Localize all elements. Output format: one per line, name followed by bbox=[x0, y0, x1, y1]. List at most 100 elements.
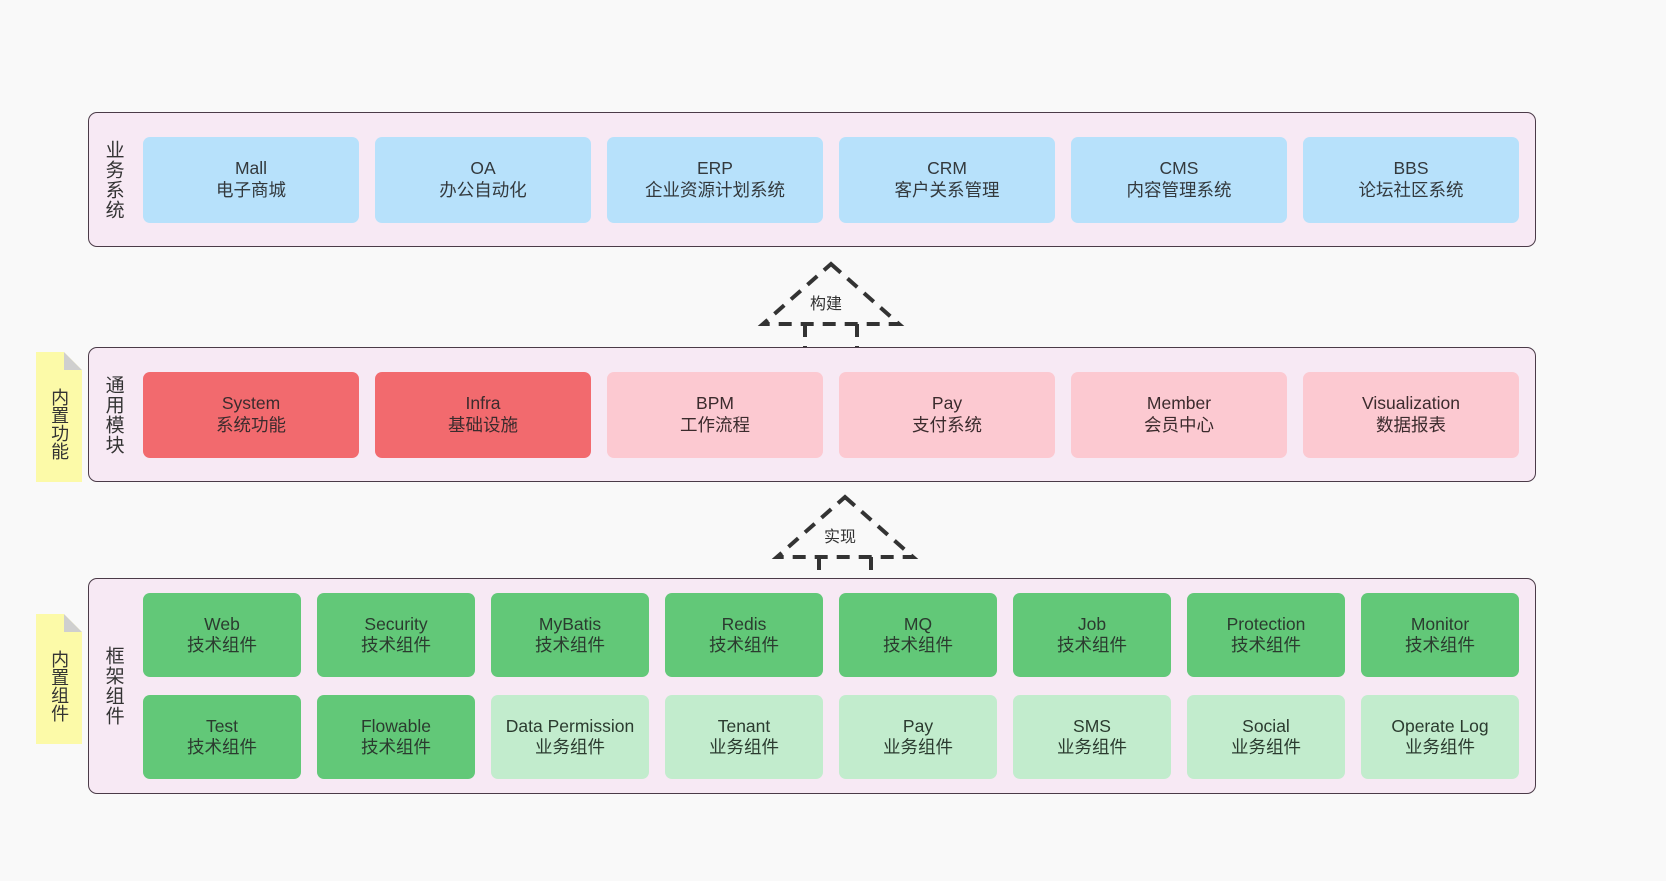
card-erp[interactable]: ERP 企业资源计划系统 bbox=[607, 136, 823, 223]
card-title-cn: 电子商城 bbox=[216, 179, 286, 200]
card-title-cn: 技术组件 bbox=[361, 737, 431, 757]
card-title-en: Pay bbox=[931, 393, 963, 414]
card-title-en: Pay bbox=[902, 715, 934, 736]
card-monitor[interactable]: Monitor 技术组件 bbox=[1361, 593, 1519, 677]
card-row: Test 技术组件 Flowable 技术组件 Data Permission … bbox=[143, 695, 1519, 779]
card-mybatis[interactable]: MyBatis 技术组件 bbox=[491, 593, 649, 677]
card-title-cn: 数据报表 bbox=[1376, 414, 1446, 435]
layer-framework-component[interactable]: 框架组件 Web 技术组件 Security 技术组件 MyBatis 技术组件… bbox=[88, 578, 1536, 794]
card-flowable[interactable]: Flowable 技术组件 bbox=[317, 695, 475, 779]
card-title-cn: 工作流程 bbox=[680, 414, 750, 435]
card-title-en: Redis bbox=[721, 613, 767, 634]
card-title-cn: 业务组件 bbox=[709, 737, 779, 757]
card-title-en: System bbox=[221, 393, 281, 414]
card-title-en: Member bbox=[1146, 393, 1212, 414]
note-fold-corner-icon bbox=[64, 352, 82, 370]
card-title-cn: 客户关系管理 bbox=[894, 179, 1000, 200]
card-title-en: Web bbox=[204, 613, 240, 634]
card-social[interactable]: Social 业务组件 bbox=[1187, 695, 1345, 779]
card-web[interactable]: Web 技术组件 bbox=[143, 593, 301, 677]
card-mall[interactable]: Mall 电子商城 bbox=[143, 136, 359, 223]
card-title-en: Mall bbox=[234, 158, 268, 179]
card-title-cn: 技术组件 bbox=[709, 635, 779, 655]
layer-business-cards: Mall 电子商城 OA 办公自动化 ERP 企业资源计划系统 CRM 客户关系… bbox=[137, 113, 1535, 246]
connector-build: 构建 bbox=[757, 261, 905, 352]
card-title-cn: 基础设施 bbox=[448, 414, 518, 435]
card-title-cn: 业务组件 bbox=[883, 737, 953, 757]
card-cms[interactable]: CMS 内容管理系统 bbox=[1071, 136, 1287, 223]
layer-common-module[interactable]: 通用模块 System 系统功能 Infra 基础设施 BPM 工作流程 Pay… bbox=[88, 347, 1536, 482]
layer-title-framework-component: 框架组件 bbox=[102, 646, 124, 726]
connector-implement-glyph bbox=[771, 494, 919, 585]
layer-framework-cards: Web 技术组件 Security 技术组件 MyBatis 技术组件 Redi… bbox=[137, 579, 1535, 793]
card-title-cn: 会员中心 bbox=[1144, 414, 1214, 435]
card-data-permission[interactable]: Data Permission 业务组件 bbox=[491, 695, 649, 779]
card-title-en: CMS bbox=[1159, 158, 1199, 179]
card-security[interactable]: Security 技术组件 bbox=[317, 593, 475, 677]
connector-build-label: 构建 bbox=[810, 296, 843, 313]
card-tenant[interactable]: Tenant 业务组件 bbox=[665, 695, 823, 779]
card-title-cn: 企业资源计划系统 bbox=[645, 179, 785, 200]
card-title-en: MyBatis bbox=[538, 613, 602, 634]
card-title-en: OA bbox=[470, 158, 496, 179]
card-title-cn: 技术组件 bbox=[187, 635, 257, 655]
card-row: Mall 电子商城 OA 办公自动化 ERP 企业资源计划系统 CRM 客户关系… bbox=[143, 136, 1519, 223]
card-title-en: BPM bbox=[696, 393, 734, 414]
card-job[interactable]: Job 技术组件 bbox=[1013, 593, 1171, 677]
card-title-cn: 业务组件 bbox=[535, 737, 605, 757]
card-bbs[interactable]: BBS 论坛社区系统 bbox=[1303, 136, 1519, 223]
card-title-cn: 技术组件 bbox=[361, 635, 431, 655]
layer-business-system[interactable]: 业务系统 Mall 电子商城 OA 办公自动化 ERP 企业资源计划系统 CRM… bbox=[88, 112, 1536, 247]
card-redis[interactable]: Redis 技术组件 bbox=[665, 593, 823, 677]
card-title-en: Social bbox=[1242, 715, 1290, 736]
card-pay-module[interactable]: Pay 支付系统 bbox=[839, 371, 1055, 458]
layer-title-common-module: 通用模块 bbox=[102, 374, 124, 455]
card-sms[interactable]: SMS 业务组件 bbox=[1013, 695, 1171, 779]
card-title-cn: 支付系统 bbox=[912, 414, 982, 435]
card-title-cn: 技术组件 bbox=[187, 737, 257, 757]
card-row: Web 技术组件 Security 技术组件 MyBatis 技术组件 Redi… bbox=[143, 593, 1519, 677]
card-title-cn: 技术组件 bbox=[1057, 635, 1127, 655]
card-title-en: Flowable bbox=[360, 715, 432, 736]
card-title-cn: 论坛社区系统 bbox=[1358, 179, 1464, 200]
note-builtin-component-label: 内置组件 bbox=[49, 650, 70, 722]
card-test[interactable]: Test 技术组件 bbox=[143, 695, 301, 779]
layer-common-cards: System 系统功能 Infra 基础设施 BPM 工作流程 Pay 支付系统… bbox=[137, 348, 1535, 481]
card-title-cn: 业务组件 bbox=[1405, 737, 1475, 757]
card-title-cn: 技术组件 bbox=[535, 635, 605, 655]
card-system[interactable]: System 系统功能 bbox=[143, 371, 359, 458]
note-builtin-function[interactable]: 内置功能 bbox=[36, 352, 82, 482]
card-bpm[interactable]: BPM 工作流程 bbox=[607, 371, 823, 458]
card-title-cn: 系统功能 bbox=[216, 414, 286, 435]
card-operate-log[interactable]: Operate Log 业务组件 bbox=[1361, 695, 1519, 779]
card-title-en: Test bbox=[205, 715, 239, 736]
card-infra[interactable]: Infra 基础设施 bbox=[375, 371, 591, 458]
connector-implement: 实现 bbox=[771, 494, 919, 585]
card-title-en: BBS bbox=[1393, 158, 1429, 179]
card-member[interactable]: Member 会员中心 bbox=[1071, 371, 1287, 458]
card-title-en: Monitor bbox=[1410, 613, 1470, 634]
card-protection[interactable]: Protection 技术组件 bbox=[1187, 593, 1345, 677]
card-mq[interactable]: MQ 技术组件 bbox=[839, 593, 997, 677]
card-title-en: MQ bbox=[903, 613, 933, 634]
card-crm[interactable]: CRM 客户关系管理 bbox=[839, 136, 1055, 223]
card-title-en: Infra bbox=[465, 393, 501, 414]
card-pay-component[interactable]: Pay 业务组件 bbox=[839, 695, 997, 779]
card-visualization[interactable]: Visualization 数据报表 bbox=[1303, 371, 1519, 458]
card-row: System 系统功能 Infra 基础设施 BPM 工作流程 Pay 支付系统… bbox=[143, 371, 1519, 458]
note-builtin-component[interactable]: 内置组件 bbox=[36, 614, 82, 744]
card-title-cn: 技术组件 bbox=[883, 635, 953, 655]
note-builtin-function-label: 内置功能 bbox=[49, 388, 70, 460]
layer-title-business-system: 业务系统 bbox=[102, 139, 124, 220]
card-oa[interactable]: OA 办公自动化 bbox=[375, 136, 591, 223]
card-title-en: Protection bbox=[1226, 613, 1306, 634]
card-title-cn: 技术组件 bbox=[1231, 635, 1301, 655]
card-title-en: CRM bbox=[927, 158, 967, 179]
card-title-en: SMS bbox=[1073, 715, 1111, 736]
card-title-cn: 内容管理系统 bbox=[1126, 179, 1232, 200]
card-title-cn: 技术组件 bbox=[1405, 635, 1475, 655]
connector-implement-label: 实现 bbox=[824, 529, 857, 546]
card-title-cn: 办公自动化 bbox=[439, 179, 527, 200]
card-title-en: ERP bbox=[697, 158, 733, 179]
